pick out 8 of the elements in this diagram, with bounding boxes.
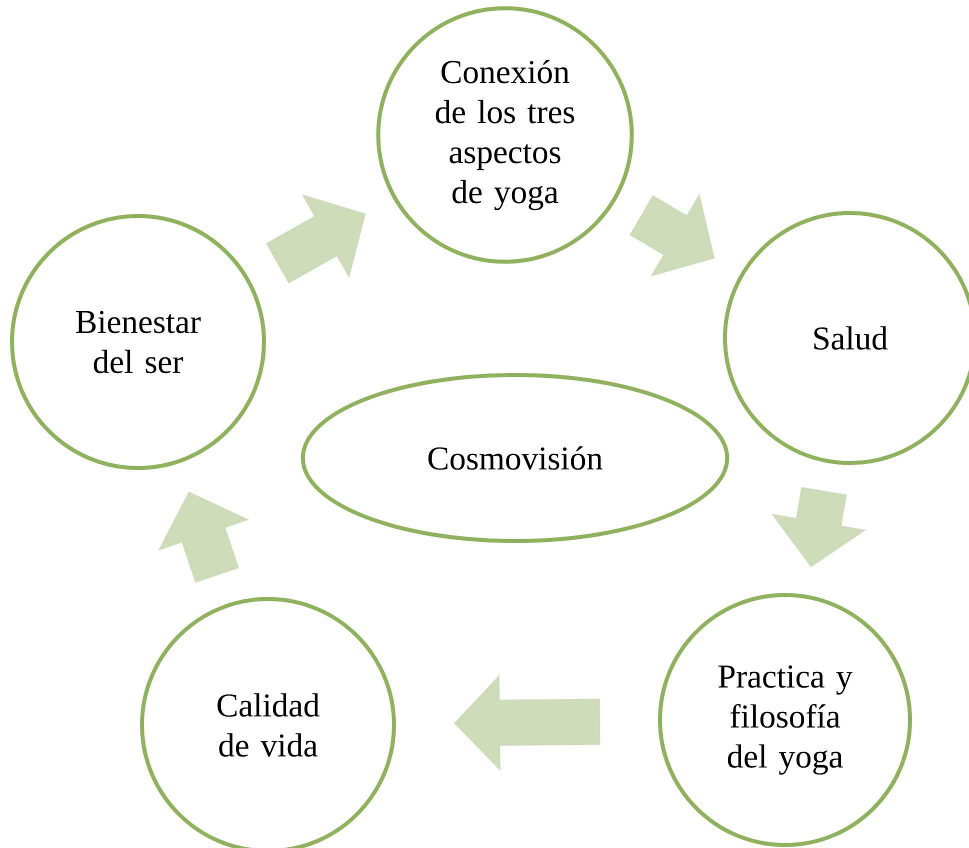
block-arrow — [630, 194, 715, 276]
block-arrow — [158, 492, 250, 583]
block-arrow — [454, 674, 600, 771]
circle-node: Conexión de los tres aspectos de yoga — [376, 6, 634, 264]
block-arrow — [771, 486, 866, 568]
circle-node: Practica y filosofía del yoga — [658, 593, 912, 847]
circle-node: Bienestar del ser — [10, 214, 266, 470]
block-arrow — [266, 194, 366, 284]
